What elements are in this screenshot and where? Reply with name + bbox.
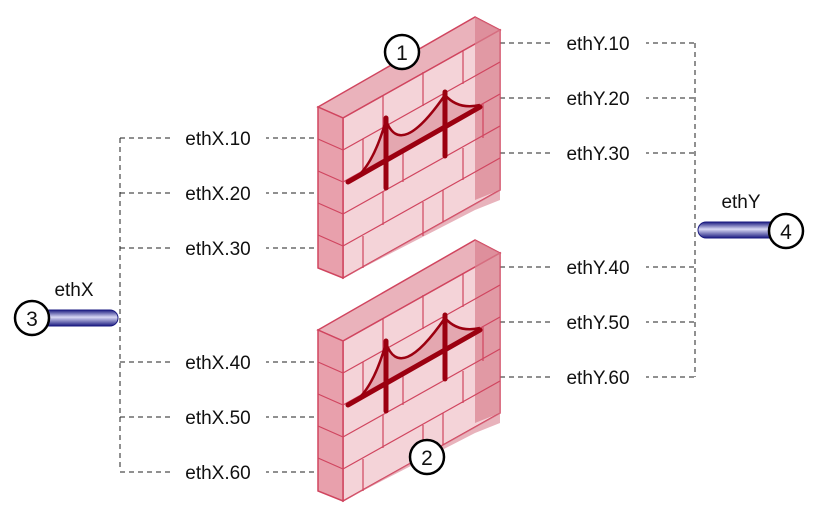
badge-3: 3 [13, 299, 51, 337]
subinterface-label: ethY.30 [566, 144, 629, 165]
subinterface-label: ethY.20 [566, 89, 629, 110]
subinterface-label: ethY.10 [566, 34, 629, 55]
badge-4: 4 [767, 212, 805, 250]
subinterface-label: ethY.60 [566, 368, 629, 389]
subinterface-label: ethX.50 [185, 408, 251, 429]
svg-text:3: 3 [26, 308, 38, 331]
ethx-label: ethX [54, 280, 93, 301]
subinterface-label: ethX.60 [185, 463, 251, 484]
svg-text:4: 4 [780, 221, 792, 244]
svg-text:2: 2 [421, 447, 433, 470]
badge-1: 1 [383, 33, 421, 71]
firewall-2[interactable] [318, 240, 500, 501]
subinterface-label: ethX.20 [185, 184, 251, 205]
subinterface-label: ethX.10 [185, 129, 251, 150]
subinterface-label: ethX.40 [185, 353, 251, 374]
subinterface-label: ethY.50 [566, 313, 629, 334]
badge-2: 2 [408, 438, 446, 476]
ethy-label: ethY [721, 192, 760, 213]
svg-text:1: 1 [396, 42, 408, 65]
subinterface-label: ethY.40 [566, 258, 629, 279]
subinterface-label: ethX.30 [185, 239, 251, 260]
ethy-cable-icon[interactable] [697, 221, 779, 239]
